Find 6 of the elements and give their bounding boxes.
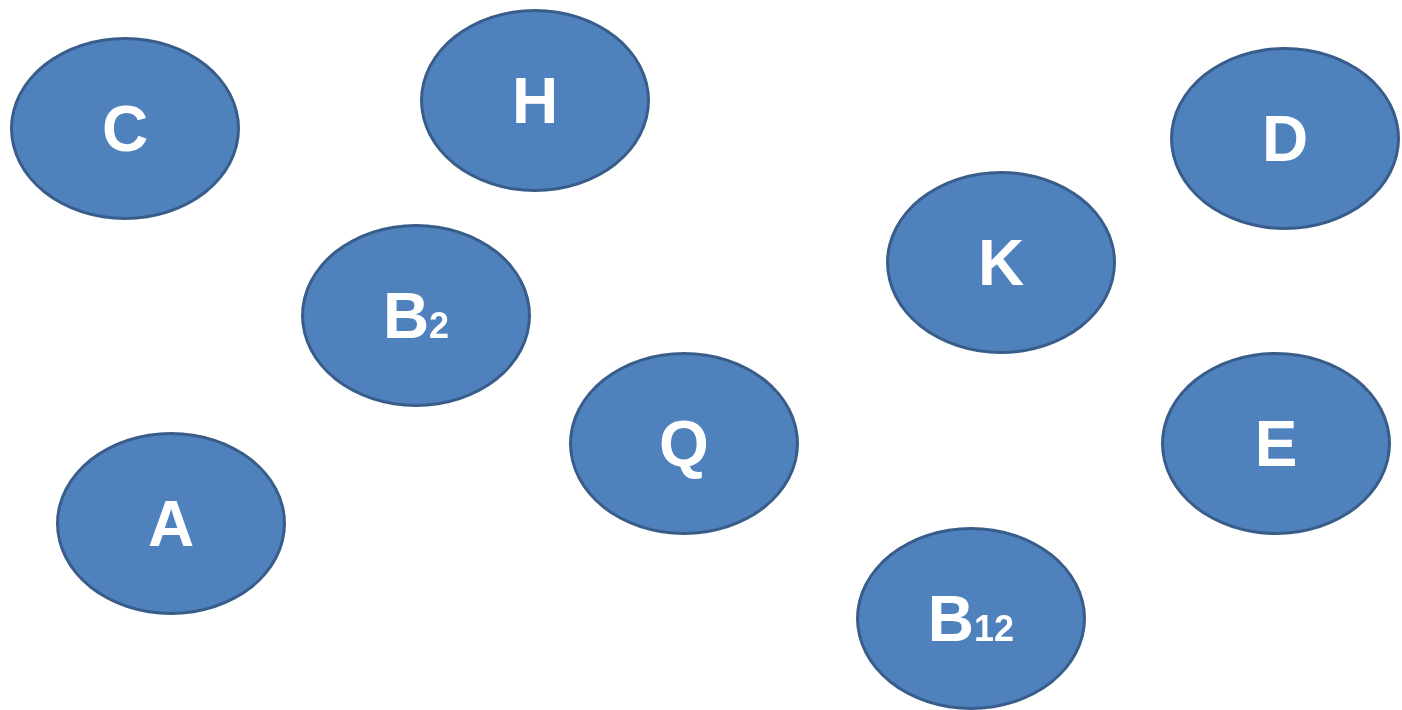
- node-label: K: [977, 230, 1025, 295]
- node-label: H: [511, 68, 559, 133]
- node-label: C: [101, 96, 149, 161]
- node-label: E: [1254, 411, 1298, 476]
- node-label: A: [147, 491, 195, 556]
- node-label: D: [1261, 106, 1309, 171]
